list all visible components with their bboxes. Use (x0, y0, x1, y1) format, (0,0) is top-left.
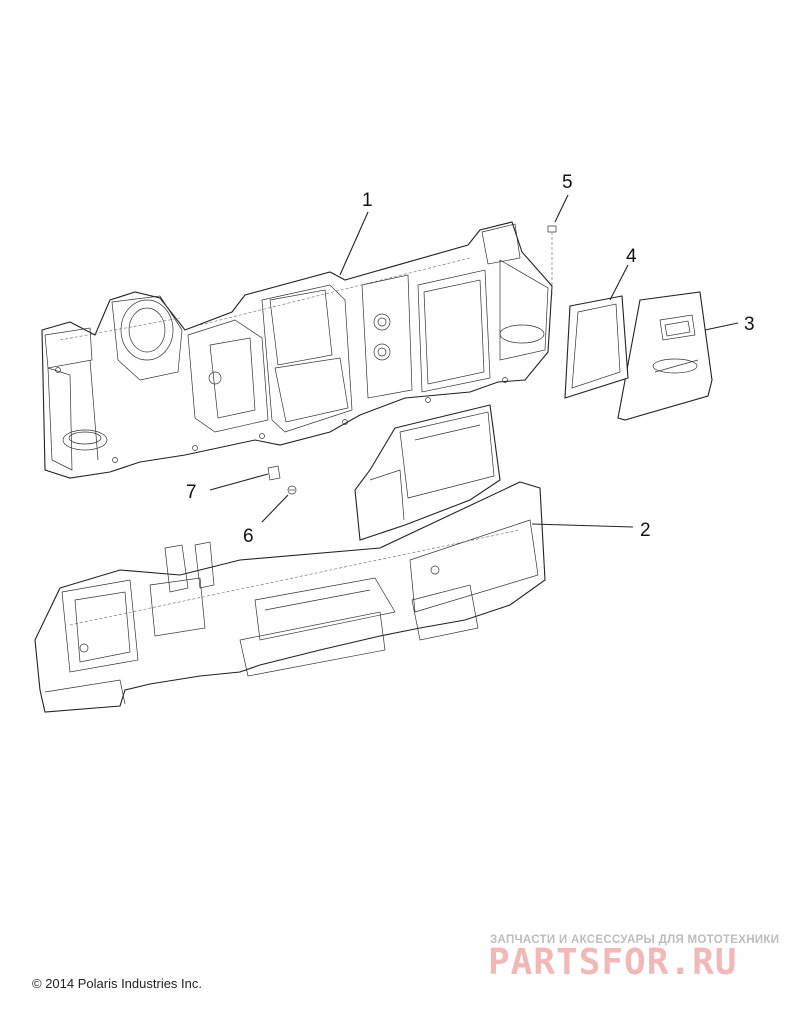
part-4-seal (564, 295, 629, 399)
part-2-lower-dash (34, 404, 546, 713)
part-3-door (617, 291, 713, 421)
copyright-notice: © 2014 Polaris Industries Inc. (32, 976, 202, 991)
part-5-screw (547, 225, 557, 295)
part-6-screw (287, 485, 297, 495)
callout-3: 3 (744, 314, 755, 335)
leader-lines (209, 194, 739, 528)
watermark-brand: PARTSFOR.RU (488, 942, 738, 983)
callout-2: 2 (640, 520, 651, 541)
callout-6: 6 (243, 526, 254, 547)
part-7-clip (267, 465, 281, 481)
callout-4: 4 (626, 246, 637, 267)
callout-1: 1 (362, 190, 373, 211)
callout-5: 5 (562, 172, 573, 193)
watermark-tagline: ЗАПЧАСТИ И АКСЕССУАРЫ ДЛЯ МОТОТЕХНИКИ (490, 934, 780, 946)
callout-7: 7 (186, 482, 197, 503)
part-1-upper-dash (41, 221, 553, 479)
